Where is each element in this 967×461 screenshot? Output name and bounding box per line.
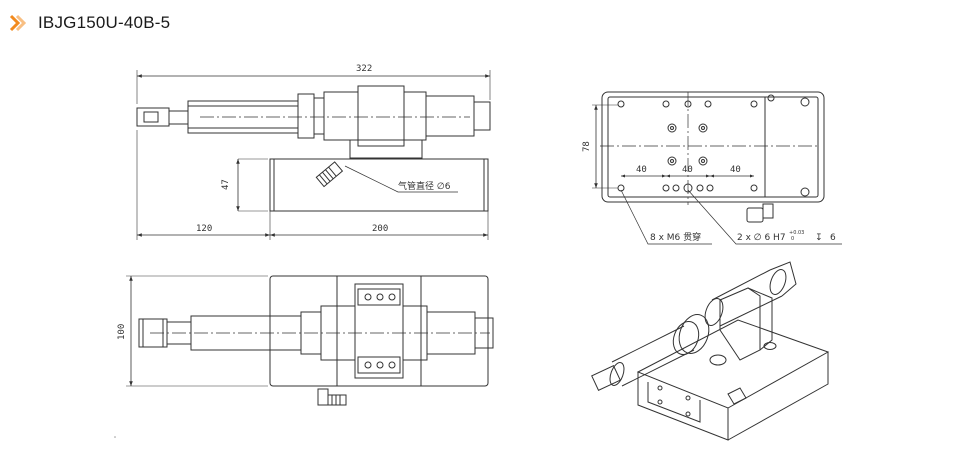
dim-height-78: 78	[582, 141, 592, 152]
top-view	[126, 275, 494, 406]
callout-holes: 8 x M6 贯穿	[650, 231, 701, 243]
tol-lower: 0	[791, 236, 794, 242]
header: IBJG150U-40B-5	[8, 10, 170, 36]
page-title: IBJG150U-40B-5	[38, 13, 171, 32]
dim-pitch-mid: 40	[682, 165, 693, 175]
front-view	[136, 70, 491, 240]
depth-value: 6	[830, 233, 836, 243]
dim-overall-length: 322	[356, 64, 372, 74]
double-chevron-right-icon	[9, 14, 26, 32]
stray-dot	[114, 436, 116, 438]
callout-air-tube: 气管直径 ∅6	[398, 180, 451, 192]
callout-pins: 2 x ∅ 6 H7	[737, 233, 786, 243]
isometric-assembly-icon	[591, 261, 830, 441]
dim-left-length: 120	[196, 224, 212, 234]
tol-upper: +0.03	[789, 230, 804, 236]
dim-height: 47	[221, 179, 231, 190]
dim-pitch-right: 40	[730, 165, 741, 175]
depth-symbol: ↧	[815, 233, 823, 243]
dim-pitch-left: 40	[636, 165, 647, 175]
dim-width: 100	[117, 324, 127, 340]
right-view	[592, 91, 842, 245]
dim-base-length: 200	[372, 224, 388, 234]
